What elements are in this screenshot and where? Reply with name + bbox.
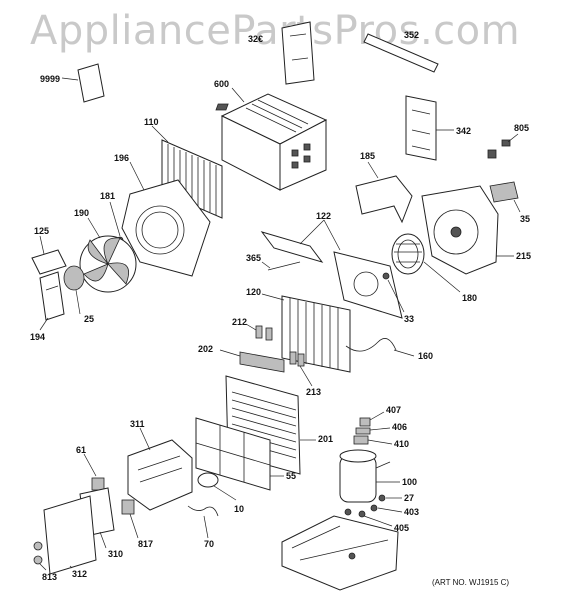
part-label-817: 817 <box>138 539 154 549</box>
capacitor-part <box>197 472 237 501</box>
top-bracket-part <box>281 21 315 85</box>
part-label-310: 310 <box>108 549 124 559</box>
base-pan-part <box>281 515 399 591</box>
front-plate-part <box>43 495 97 575</box>
part-label-32x: 32€ <box>248 34 264 44</box>
part-label-215: 215 <box>516 251 532 261</box>
part-label-10: 10 <box>234 504 245 514</box>
bulkhead-part <box>333 251 403 319</box>
part-label-311: 311 <box>130 419 145 429</box>
tubing-160-part <box>345 338 415 357</box>
cover-122-part <box>260 219 341 263</box>
part-label-202: 202 <box>198 344 214 354</box>
part-label-27: 27 <box>404 493 415 503</box>
part-label-365: 365 <box>246 253 262 263</box>
filter-202-part <box>219 349 285 373</box>
baffle-part <box>355 161 413 224</box>
part-label-9999: 9999 <box>40 74 61 84</box>
control-bracket-part <box>127 427 193 511</box>
clips-213-part <box>289 351 313 387</box>
cabinet-part <box>215 87 328 191</box>
knobs-813-part <box>33 541 47 571</box>
side-panel-part <box>405 95 454 161</box>
part-label-407: 407 <box>386 405 402 415</box>
compressor-part <box>339 449 400 503</box>
part-label-190: 190 <box>74 208 90 218</box>
part-label-406: 406 <box>392 422 408 432</box>
overload-407-part <box>359 411 385 427</box>
manual-part <box>61 63 105 103</box>
part-label-180: 180 <box>462 293 478 303</box>
part-label-201: 201 <box>318 434 334 444</box>
washer-403-part <box>370 504 403 513</box>
clips-212-part <box>245 323 273 341</box>
part-label-35: 35 <box>520 214 531 224</box>
switch-817-part <box>121 499 139 539</box>
part-label-120: 120 <box>246 287 262 297</box>
wire-harness-part <box>187 505 219 539</box>
art-number: (ART NO. WJ1915 C) <box>432 578 510 587</box>
fan-shroud-part <box>121 161 211 277</box>
air-filter-part <box>195 417 284 491</box>
part-label-196: 196 <box>114 153 130 163</box>
blower-wheel-part <box>391 233 461 293</box>
part-label-185: 185 <box>360 151 376 161</box>
part-label-110: 110 <box>144 117 159 127</box>
clip-33-part <box>382 272 405 313</box>
part-label-403: 403 <box>404 507 420 517</box>
fan-motor-part <box>63 265 85 315</box>
part-label-410: 410 <box>394 439 410 449</box>
part-label-55: 55 <box>286 471 297 481</box>
part-label-352: 352 <box>404 30 420 40</box>
part-label-194: 194 <box>30 332 46 342</box>
nut-405-part <box>344 508 393 527</box>
blower-housing-part <box>421 185 514 275</box>
knob-61-part <box>83 453 105 491</box>
part-label-33: 33 <box>404 314 415 324</box>
control-block-part <box>489 181 521 213</box>
condenser-fan-part <box>79 217 137 293</box>
part-label-212: 212 <box>232 317 248 327</box>
evaporator-coil-part <box>261 293 351 373</box>
rod-365-part <box>261 261 301 271</box>
part-label-70: 70 <box>204 539 215 549</box>
motor-mount-194-part <box>39 271 65 331</box>
clip-406-part <box>355 427 391 435</box>
part-label-181: 181 <box>100 191 116 201</box>
terminal-410-part <box>353 435 393 445</box>
part-label-122: 122 <box>316 211 332 221</box>
part-label-405: 405 <box>394 523 410 533</box>
part-label-160: 160 <box>418 351 434 361</box>
part-label-342: 342 <box>456 126 472 136</box>
part-label-813: 813 <box>42 572 58 582</box>
fastener-805-part <box>487 133 519 159</box>
watermark-text: AppliancePartsPros.com <box>30 8 521 54</box>
part-label-600: 600 <box>214 79 230 89</box>
part-label-312: 312 <box>72 569 88 579</box>
rail-part <box>363 33 439 73</box>
part-label-125: 125 <box>34 226 50 236</box>
grommet-27-part <box>378 494 402 502</box>
part-label-25: 25 <box>84 314 95 324</box>
part-label-100: 100 <box>402 477 418 487</box>
part-label-805: 805 <box>514 123 530 133</box>
part-label-213: 213 <box>306 387 322 397</box>
motor-bracket-125-part <box>31 235 67 275</box>
part-label-61: 61 <box>76 445 87 455</box>
